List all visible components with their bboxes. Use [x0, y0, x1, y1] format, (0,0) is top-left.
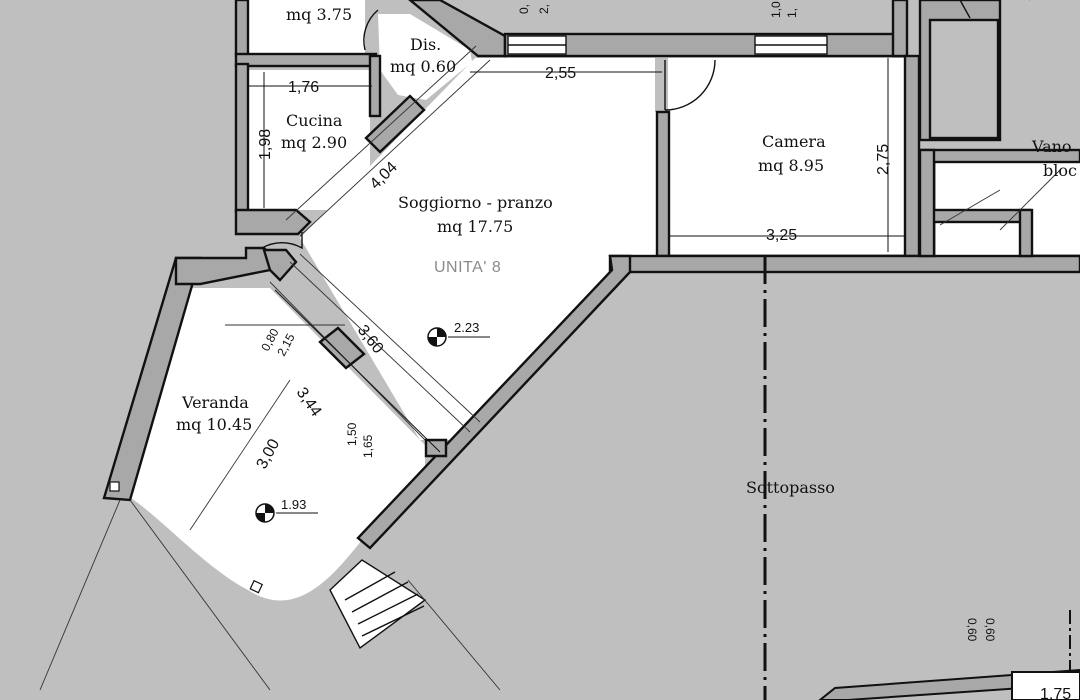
- wall-cucina-left: [234, 62, 250, 214]
- veranda-area: mq 10.45: [176, 415, 252, 434]
- cucina-name: Cucina: [286, 111, 343, 130]
- door-arc-living: [664, 59, 716, 111]
- level-marker-soggiorno: 2.23: [427, 320, 490, 347]
- dimension-lines: [248, 58, 904, 453]
- dis-name: Dis.: [410, 35, 441, 54]
- veranda-floor: [120, 288, 425, 601]
- windows: [507, 35, 828, 55]
- dim-door-150: 1,50: [345, 422, 359, 446]
- wall-living-diag: [356, 254, 632, 550]
- dis-floor: [378, 14, 472, 100]
- dim-door-165: 1,65: [361, 434, 375, 458]
- camera-floor: [668, 58, 906, 254]
- dim-bottom-right: 1,75: [1040, 686, 1071, 700]
- stair-steps: [344, 571, 425, 637]
- dim-cucina-width: 1,76: [288, 79, 319, 96]
- wall-dis-diag: [364, 94, 426, 154]
- dim-cucina-height: 1,98: [257, 129, 274, 160]
- wall-vano-a: [1018, 208, 1034, 258]
- level-marker-veranda: 1.93: [255, 497, 318, 523]
- soggiorno-floor: [300, 58, 665, 440]
- walls: [102, 0, 1080, 550]
- soggiorno-name: Soggiorno - pranzo: [398, 193, 553, 212]
- level-veranda-text: 1.93: [281, 497, 306, 512]
- door-arc-top-room: [363, 9, 379, 51]
- dim-living-width: 2,55: [545, 65, 576, 82]
- level-soggiorno-text: 2.23: [454, 320, 479, 335]
- vano-floor-b: [936, 222, 1021, 256]
- wall-cucina-bottom: [234, 208, 312, 236]
- wall-top-left-bottom: [234, 52, 378, 68]
- doors: [261, 0, 1030, 250]
- dim-top-small-a: 0,: [517, 4, 531, 14]
- veranda-name: Veranda: [181, 393, 249, 412]
- unit-label: UNITA' 8: [434, 259, 501, 276]
- soggiorno-area: mq 17.75: [437, 217, 513, 236]
- wall-vano-inner: [928, 18, 1000, 140]
- marker-square-left: [109, 481, 120, 492]
- door-arc-veranda: [261, 232, 303, 250]
- cucina-floor: [248, 70, 370, 210]
- wall-partition-b: [318, 326, 366, 370]
- marker-square-bottom: [249, 579, 264, 594]
- dim-camera-width: 3,25: [766, 227, 797, 244]
- wall-camera-bottom: [608, 254, 1080, 274]
- camera-name: Camera: [762, 132, 826, 151]
- wall-camera-left: [655, 110, 671, 258]
- top-room-area: mq 3.75: [286, 5, 352, 24]
- dim-top-small-d: 1,: [785, 8, 799, 18]
- top-room-floor: [247, 0, 365, 54]
- door-top-right-leaf: [959, 0, 971, 19]
- vano-label-line2: bloc: [1043, 161, 1077, 180]
- cucina-area: mq 2.90: [281, 133, 347, 152]
- wall-top-left: [234, 0, 250, 58]
- dim-camera-height: 2,75: [875, 144, 892, 175]
- dim-stair-b: 0,60: [983, 618, 997, 642]
- vano-floor-c: [1030, 188, 1080, 254]
- bottom-right-walls: [818, 668, 1080, 700]
- wall-top-right: [891, 0, 909, 58]
- dim-top-small-b: 2,: [537, 4, 551, 14]
- wall-vano-left: [918, 148, 936, 258]
- wall-partition-a: [262, 248, 298, 282]
- dim-stair-a: 0,60: [965, 618, 979, 642]
- room-interiors: [120, 0, 1080, 601]
- vano-label-line1: Vano: [1031, 137, 1072, 156]
- dim-top-small-c: 1,0: [769, 1, 783, 18]
- camera-area: mq 8.95: [758, 156, 824, 175]
- sottopasso-label: Sottopasso: [746, 478, 835, 497]
- wall-camera-right: [903, 54, 921, 258]
- dis-area: mq 0.60: [390, 57, 456, 76]
